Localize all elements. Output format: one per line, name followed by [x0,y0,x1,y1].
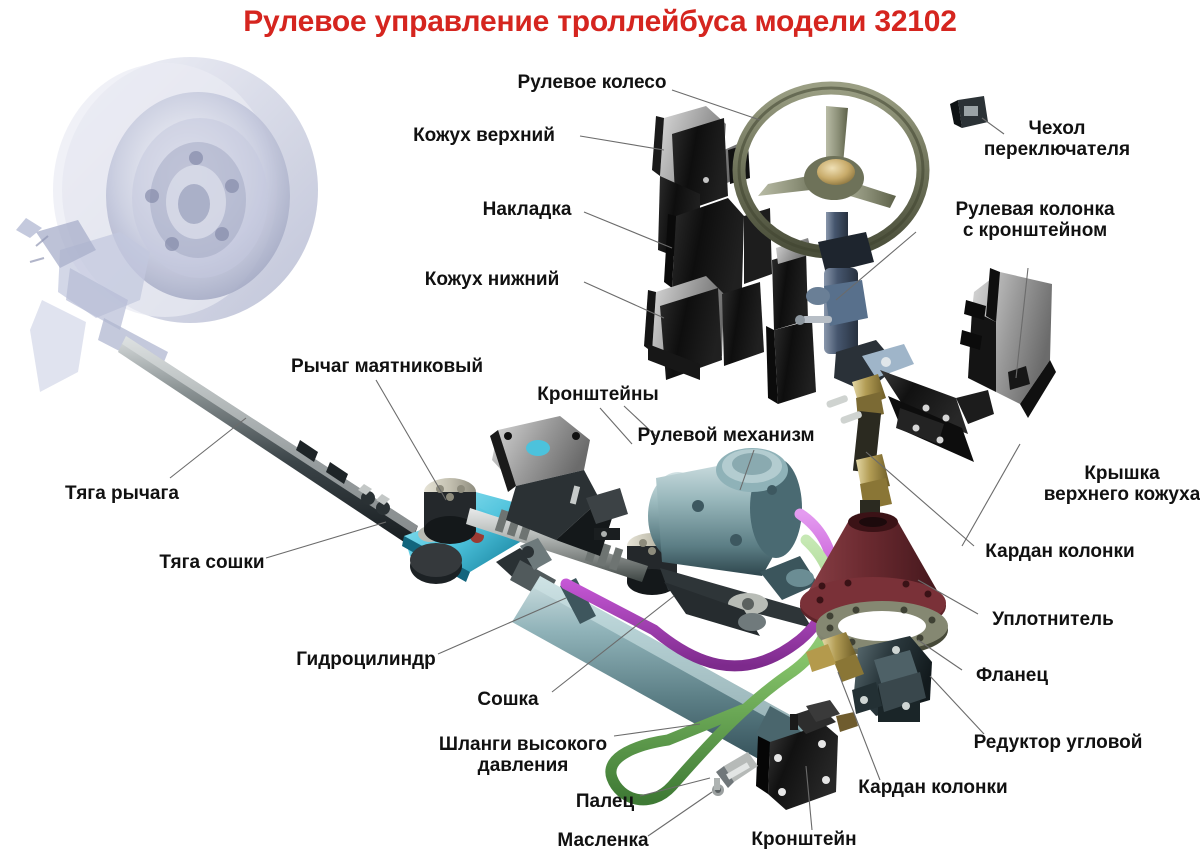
label-column-cardan-upper: Кардан колонки [985,541,1135,562]
drag-link-rod [118,336,418,546]
label-angular-reducer: Редуктор угловой [973,732,1143,753]
label-upper-cover: Кожух верхний [413,125,555,146]
label-high-pressure-hoses: Шланги высокого давления [438,734,608,777]
label-seal: Уплотнитель [992,609,1114,630]
pin-rod [716,752,758,788]
bracket-plates [490,416,628,556]
label-steering-gear: Рулевой механизм [637,425,815,446]
oiler-nipple [712,778,724,796]
upper-cover-lid-plate [960,268,1056,418]
switch-cover-block [950,96,988,128]
pendulum-pivot-puck [424,478,476,544]
label-upper-cover-lid: Крышка верхнего кожуха [1043,463,1200,506]
page-title: Рулевое управление троллейбуса модели 32… [243,5,957,38]
label-pitman-arm: Сошка [477,689,539,710]
label-column-cardan-lower: Кардан колонки [858,777,1008,798]
label-switch-cover: Чехол переключателя [983,118,1131,161]
label-steering-wheel: Рулевое колесо [517,72,667,93]
cardan-shaft [826,374,892,524]
leader-lines [169,89,1029,837]
hose-magenta [560,508,839,672]
label-pendulum-lever: Рычаг маятниковый [290,356,484,377]
label-oiler: Масленка [557,830,649,851]
label-overlay-pad: Накладка [482,199,572,220]
label-pitman-rod: Тяга сошки [159,552,265,573]
lower-cardan-joint [806,632,864,682]
steering-column-body [795,212,994,462]
angular-reducer-box [806,632,932,722]
label-flange: Фланец [975,665,1049,686]
label-bracket-lower: Кронштейн [751,829,857,850]
wheel-hub-assembly [16,57,318,392]
label-lower-cover: Кожух нижний [424,269,560,290]
lower-bracket-plate [756,700,858,810]
label-steering-column: Рулевая колонка с кронштейном [955,199,1115,242]
lower-cover-panel [644,276,816,404]
steering-gear-box [648,448,818,600]
pitman-arm-body [664,582,766,636]
label-brackets: Кронштейны [537,384,659,405]
label-pin: Палец [575,791,635,812]
label-hydraulic-cylinder: Гидроцилиндр [296,649,436,670]
label-lever-rod: Тяга рычага [65,483,179,504]
